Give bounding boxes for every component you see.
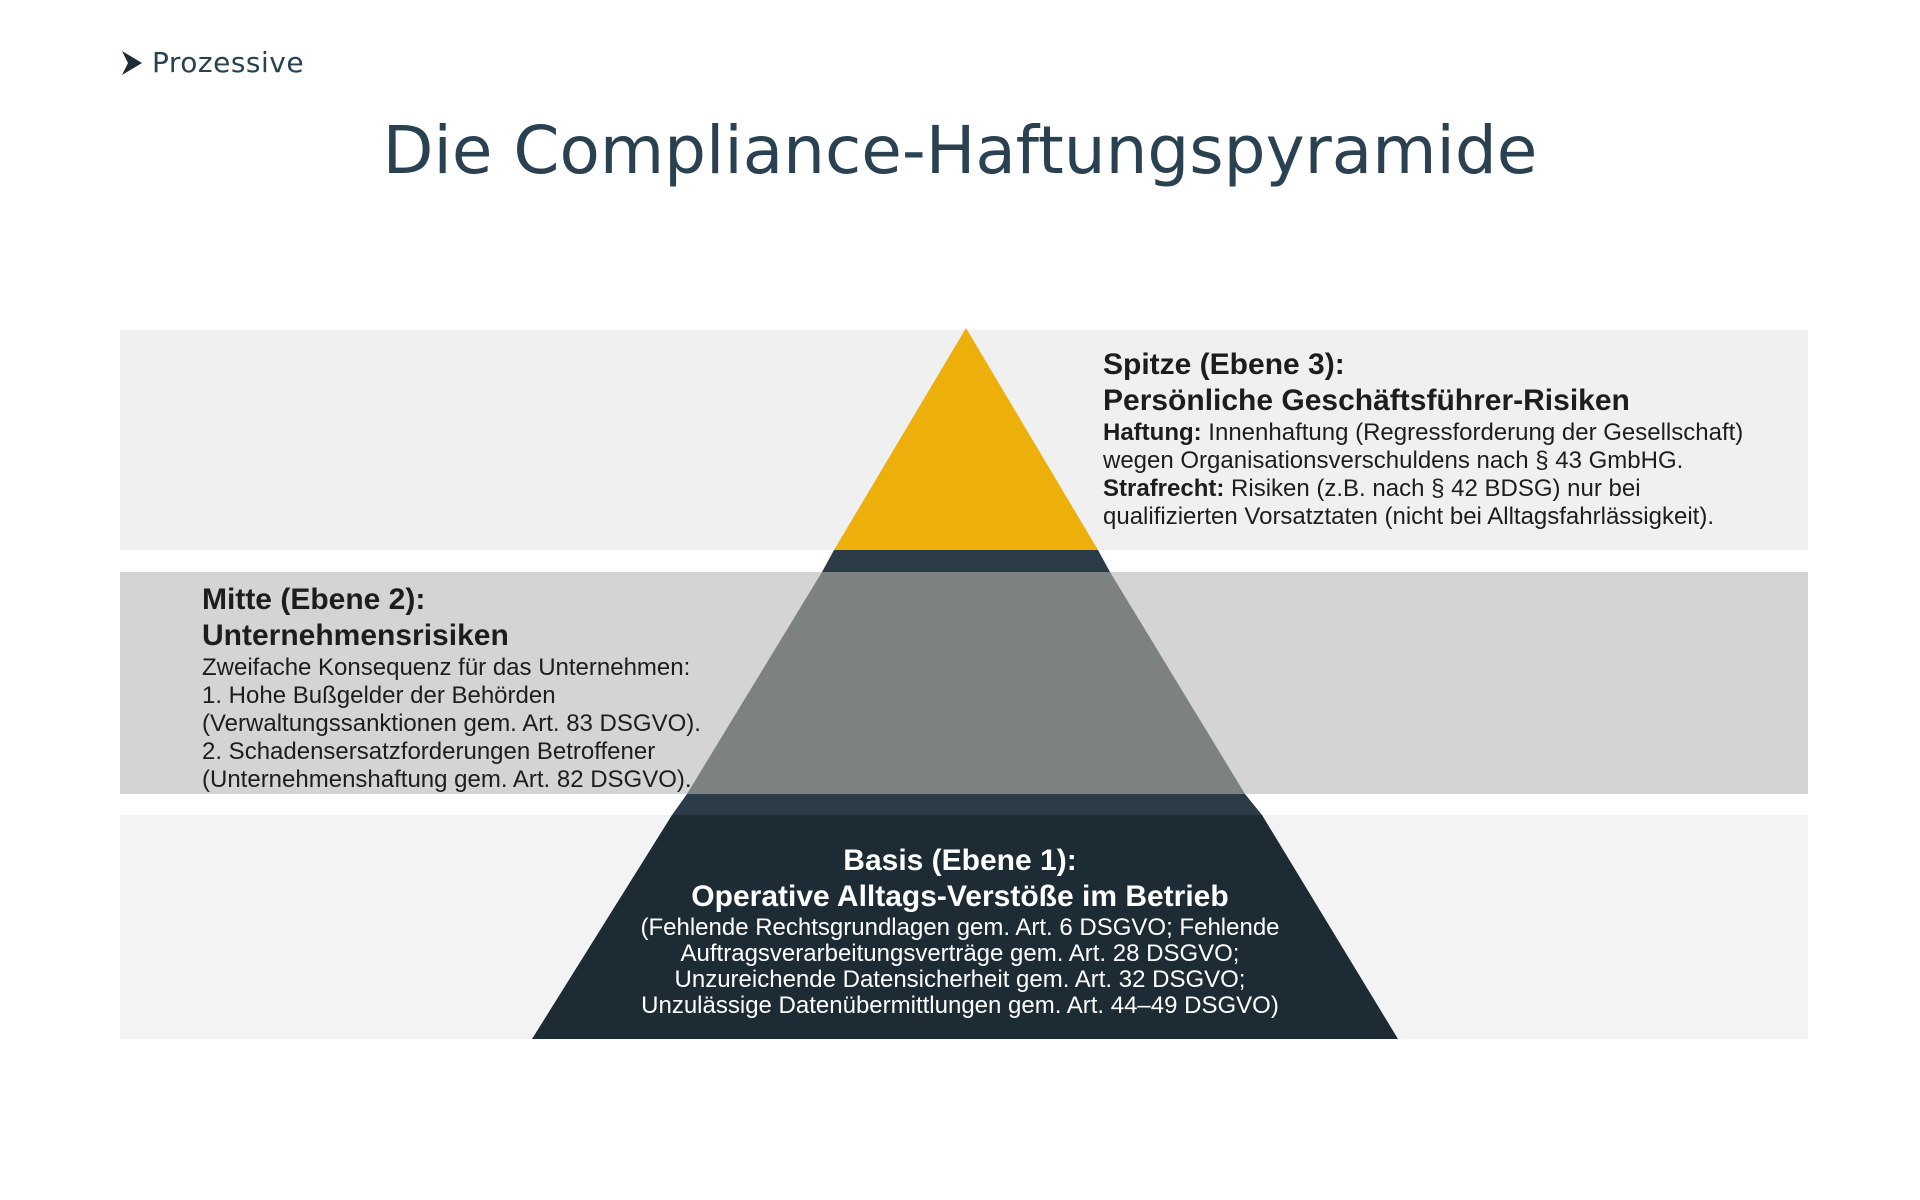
criminal-label: Strafrecht: [1103,475,1225,502]
liability-text: Innenhaftung (Regressforderung der Gesel… [1201,419,1744,446]
level-1-heading: Basis (Ebene 1): [843,844,1077,877]
level-2-line: (Verwaltungssanktionen gem. Art. 83 DSGV… [202,710,701,737]
level-2-text: Mitte (Ebene 2): Unternehmensrisiken Zwe… [202,582,722,794]
level-1-subheading: Operative Alltags-Verstöße im Betrieb [691,880,1229,913]
level-1-line: Auftragsverarbeitungsverträge gem. Art. … [680,940,1240,967]
level-3-criminal: Strafrecht: Risiken (z.B. nach § 42 BDSG… [1103,475,1803,503]
level-2-line: (Unternehmenshaftung gem. Art. 82 DSGVO)… [202,766,692,793]
level-2-line: 2. Schadensersatzforderungen Betroffener [202,738,656,765]
pyramid-separator-lower [672,794,1262,815]
level-3-subheading: Persönliche Geschäftsführer-Risiken [1103,384,1630,417]
level-3-liability-cont: wegen Organisationsverschuldens nach § 4… [1103,447,1684,474]
level-2-subheading: Unternehmensrisiken [202,619,509,652]
level-2-heading: Mitte (Ebene 2): [202,583,426,616]
liability-label: Haftung: [1103,419,1202,446]
level-1-line: (Fehlende Rechtsgrundlagen gem. Art. 6 D… [640,914,1280,941]
chevron-right-icon [122,50,142,75]
level-2-line: 1. Hohe Bußgelder der Behörden [202,682,556,709]
level-1-line: Unzulässige Datenübermittlungen gem. Art… [641,992,1279,1019]
brand-name: Prozessive [152,46,305,79]
pyramid-separator-upper [822,550,1110,572]
pyramid-level-1 [532,815,1398,1039]
level-3-criminal-cont: qualifizierten Vorsatztaten (nicht bei A… [1103,503,1714,530]
level-2-line: Zweifache Konsequenz für das Unternehmen… [202,654,691,681]
level-1-text: Basis (Ebene 1): Operative Alltags-Verst… [560,843,1360,1019]
brand-logo[interactable]: Prozessive [120,46,304,79]
level-3-liability: Haftung: Innenhaftung (Regressforderung … [1103,419,1803,447]
level-3-text: Spitze (Ebene 3): Persönliche Geschäftsf… [1103,347,1803,531]
page-title: Die Compliance-Haftungspyramide [382,112,1538,189]
pyramid-level-3 [834,328,1098,550]
pyramid-level-2 [687,572,1245,794]
criminal-text: Risiken (z.B. nach § 42 BDSG) nur bei [1224,475,1641,502]
level-3-heading: Spitze (Ebene 3): [1103,348,1345,381]
level-1-line: Unzureichende Datensicherheit gem. Art. … [674,966,1246,993]
